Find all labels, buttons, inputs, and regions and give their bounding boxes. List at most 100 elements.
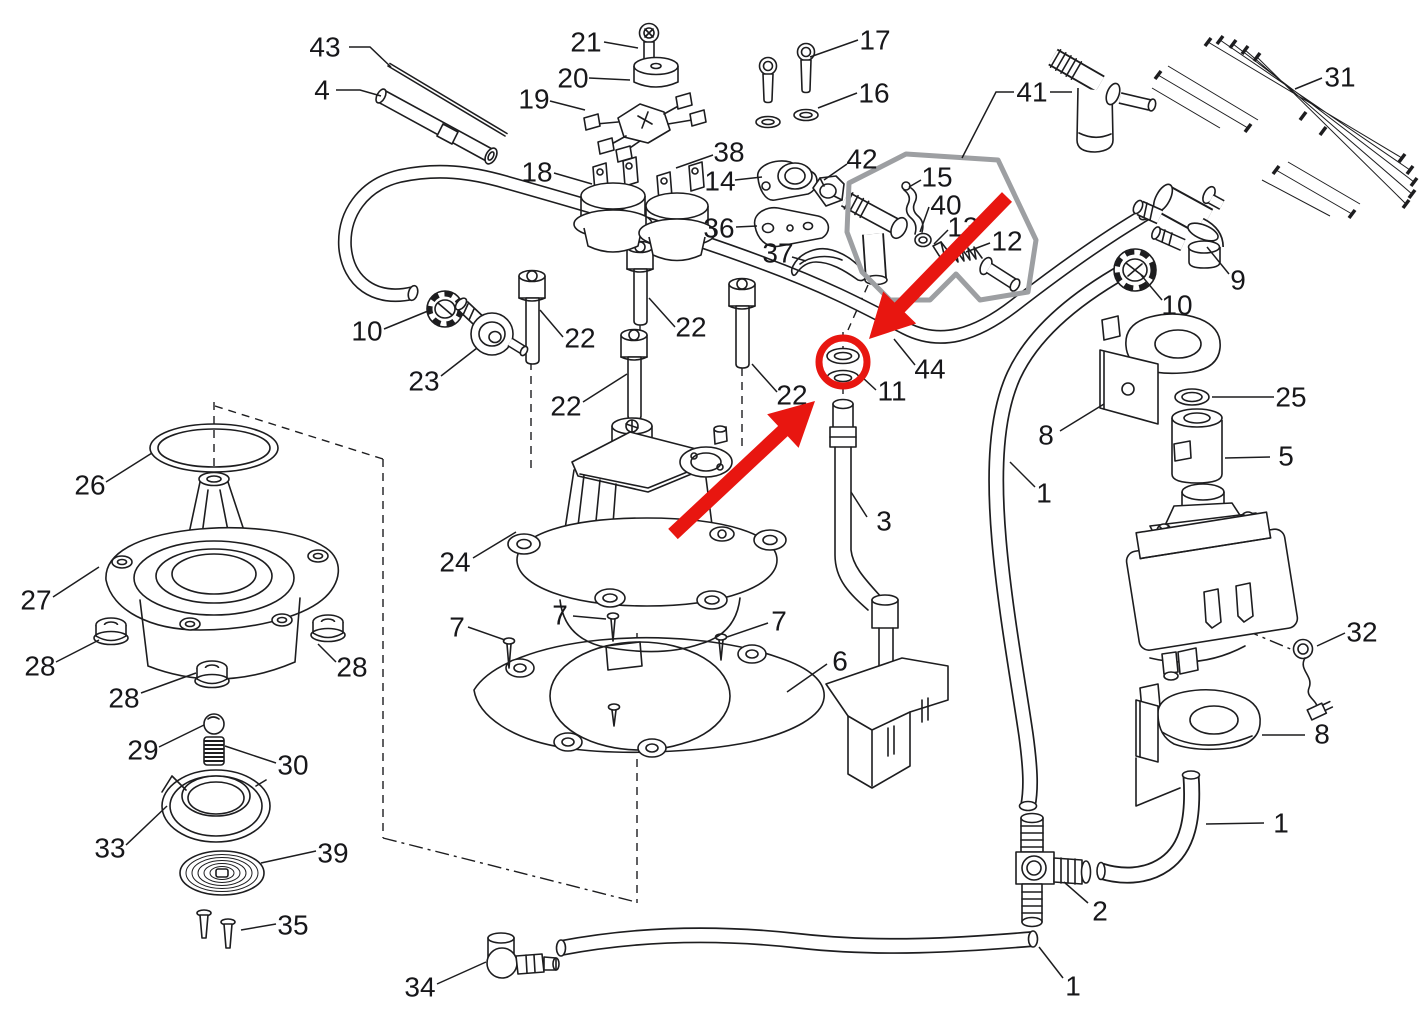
- callout-leader-7: [467, 626, 506, 641]
- part-8-bracket-lower: [1135, 647, 1261, 807]
- red-arrow-head: [767, 401, 815, 448]
- callout-leader-12: [965, 242, 991, 253]
- callout-leader-22: [648, 297, 676, 328]
- callout-leader-2: [1063, 881, 1089, 904]
- callout-label-5: 5: [1278, 441, 1294, 472]
- callout-leader-10: [1140, 274, 1163, 301]
- part-41-steam-fitting: [1048, 48, 1157, 153]
- callout-label-1: 1: [1065, 971, 1081, 1002]
- callout-leader-28: [55, 639, 100, 663]
- callout-label-22: 22: [675, 312, 706, 343]
- callout-label-24: 24: [439, 547, 470, 578]
- callout-label-6: 6: [832, 646, 848, 677]
- part-17-screws: [758, 42, 816, 104]
- callout-label-8: 8: [1038, 420, 1054, 451]
- callout-label-25: 25: [1275, 382, 1306, 413]
- part-44-inplace-fitting: [840, 191, 908, 286]
- callout-leader-21: [603, 41, 639, 49]
- callout-leader-44: [893, 338, 916, 366]
- red-arrow-head: [869, 291, 917, 339]
- part-43-probe: [387, 62, 508, 137]
- part-19-terminal-bracket: [583, 92, 707, 163]
- callout-label-10: 10: [351, 316, 382, 347]
- part-34-elbow: [486, 932, 560, 979]
- part-5-solenoid: [1171, 408, 1223, 484]
- hose-1-bottom: [555, 927, 1039, 957]
- callout-label-10: 10: [1161, 290, 1192, 321]
- callout-label-2: 2: [1092, 896, 1108, 927]
- callout-leader-28: [317, 643, 337, 663]
- callout-label-11: 11: [877, 376, 906, 407]
- part-4-sleeve: [375, 88, 498, 165]
- highlight-outline: [844, 151, 1039, 303]
- callout-label-15: 15: [921, 162, 952, 193]
- callout-leader-22: [751, 363, 778, 393]
- part-8-bracket-upper: [1099, 313, 1221, 425]
- part-42-nut: [812, 175, 845, 207]
- callout-label-23: 23: [408, 366, 439, 397]
- callout-leader-37: [791, 256, 807, 262]
- callout-label-22: 22: [564, 323, 595, 354]
- callout-leader-18: [553, 172, 593, 185]
- callout-leader-13: [933, 229, 949, 245]
- part-16-washers: [755, 108, 819, 129]
- callout-leader-20: [588, 77, 631, 81]
- callout-leader-22: [539, 309, 564, 338]
- callout-label-12: 12: [991, 226, 1022, 257]
- callout-leader-41: [961, 91, 1014, 159]
- callout-label-31: 31: [1324, 62, 1355, 93]
- hose-1-right: [988, 262, 1131, 812]
- hose-1-jtube: [1096, 770, 1201, 884]
- callout-label-7: 7: [552, 600, 568, 631]
- callout-leader-34: [436, 961, 487, 985]
- callout-leader-29: [158, 724, 205, 748]
- part-30-spring: [203, 736, 225, 766]
- callout-leader-14: [734, 176, 763, 181]
- callout-leader-8: [1059, 403, 1105, 432]
- part-5-pump-body: [1125, 483, 1299, 681]
- callout-label-29: 29: [127, 735, 158, 766]
- callout-label-19: 19: [518, 84, 549, 115]
- part-7-screws: [502, 612, 728, 727]
- part-6-base: [473, 636, 949, 789]
- part-9-elbow-valve: [1132, 183, 1225, 269]
- callout-leader-27: [52, 566, 100, 598]
- callout-label-30: 30: [277, 750, 308, 781]
- part-29-ball: [203, 713, 225, 735]
- callout-label-8: 8: [1314, 719, 1330, 750]
- callout-leader-1: [1205, 822, 1265, 825]
- screw-22-d: [728, 277, 756, 369]
- callout-leader-7: [726, 622, 769, 638]
- callout-label-17: 17: [859, 25, 890, 56]
- callout-label-41: 41: [1016, 77, 1047, 108]
- part-23-fitting: [454, 297, 529, 357]
- callout-leader-32: [1316, 632, 1346, 647]
- callout-label-16: 16: [858, 78, 889, 109]
- screw-22-a: [518, 269, 546, 365]
- callout-leader-42: [823, 163, 848, 181]
- part-27-boiler-bottom: [105, 471, 340, 680]
- callout-label-1: 1: [1036, 478, 1052, 509]
- callout-label-33: 33: [94, 833, 125, 864]
- part-35-screws: [196, 909, 236, 949]
- callout-leader-1: [1009, 461, 1036, 488]
- part-21-screw: [638, 22, 660, 62]
- part-20-cap: [633, 56, 679, 88]
- callout-label-43: 43: [309, 32, 340, 63]
- callout-leader-6: [786, 663, 828, 693]
- callout-label-26: 26: [74, 470, 105, 501]
- callout-leader-33: [125, 805, 168, 846]
- callout-leader-35: [240, 923, 277, 931]
- callout-leader-43: [349, 46, 392, 68]
- callout-leader-17: [809, 39, 859, 58]
- red-arrow-shaft: [668, 421, 793, 540]
- callout-leader-38: [675, 154, 714, 169]
- callout-leader-40: [919, 206, 930, 233]
- callout-label-1: 1: [1273, 808, 1289, 839]
- callout-label-22: 22: [550, 391, 581, 422]
- callout-label-28: 28: [108, 683, 139, 714]
- callout-leader-1: [1038, 946, 1064, 979]
